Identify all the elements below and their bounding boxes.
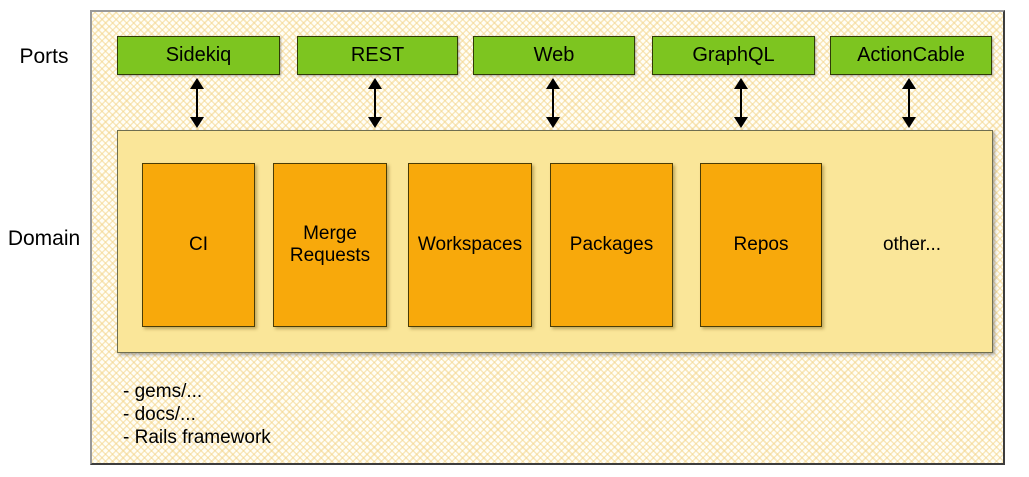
note-line: - docs/... xyxy=(123,404,196,425)
arrowhead-down-icon xyxy=(368,117,382,128)
note-line: - Rails framework xyxy=(123,427,271,448)
arrowhead-up-icon xyxy=(902,78,916,89)
domain-other-label: other... xyxy=(882,234,942,255)
port-box-actioncable: ActionCable xyxy=(830,36,992,75)
double-arrow-icon-rest xyxy=(367,78,383,128)
arrow-shaft xyxy=(374,88,376,118)
arrow-shaft xyxy=(908,88,910,118)
module-label: Merge Requests xyxy=(289,223,371,266)
domain-container: CI Merge Requests Workspaces Packages Re… xyxy=(117,130,993,353)
domain-module-ci: CI xyxy=(142,163,255,327)
double-arrow-icon-web xyxy=(545,78,561,128)
double-arrow-icon-actioncable xyxy=(901,78,917,128)
arrowhead-up-icon xyxy=(190,78,204,89)
port-box-graphql: GraphQL xyxy=(652,36,815,75)
ports-row-label: Ports xyxy=(19,45,69,68)
domain-row-label: Domain xyxy=(7,227,81,250)
port-box-web: Web xyxy=(473,36,635,75)
port-box-rest: REST xyxy=(297,36,458,75)
port-label: ActionCable xyxy=(857,44,965,66)
framework-notes-list: - gems/... - docs/... - Rails framework xyxy=(123,380,271,449)
port-label: Web xyxy=(533,44,575,66)
arrowhead-up-icon xyxy=(368,78,382,89)
arrowhead-down-icon xyxy=(734,117,748,128)
arrow-shaft xyxy=(196,88,198,118)
application-boundary-container: Sidekiq REST Web GraphQL ActionCable xyxy=(90,10,1005,465)
module-label: CI xyxy=(189,234,208,255)
port-label: REST xyxy=(350,44,405,66)
arrow-shaft xyxy=(552,88,554,118)
double-arrow-icon-graphql xyxy=(733,78,749,128)
arrowhead-up-icon xyxy=(734,78,748,89)
double-arrow-icon-sidekiq xyxy=(189,78,205,128)
arrowhead-down-icon xyxy=(546,117,560,128)
port-label: GraphQL xyxy=(692,44,775,66)
arrowhead-down-icon xyxy=(190,117,204,128)
module-label: Workspaces xyxy=(417,234,523,255)
module-label: Repos xyxy=(733,234,789,255)
domain-module-repos: Repos xyxy=(700,163,822,327)
domain-module-workspaces: Workspaces xyxy=(408,163,532,327)
arrowhead-down-icon xyxy=(902,117,916,128)
arrowhead-up-icon xyxy=(546,78,560,89)
note-line: - gems/... xyxy=(123,381,203,402)
arrow-shaft xyxy=(740,88,742,118)
domain-module-packages: Packages xyxy=(550,163,673,327)
port-box-sidekiq: Sidekiq xyxy=(117,36,280,75)
module-label: Packages xyxy=(569,234,654,255)
domain-module-merge-requests: Merge Requests xyxy=(273,163,387,327)
port-label: Sidekiq xyxy=(165,44,232,66)
